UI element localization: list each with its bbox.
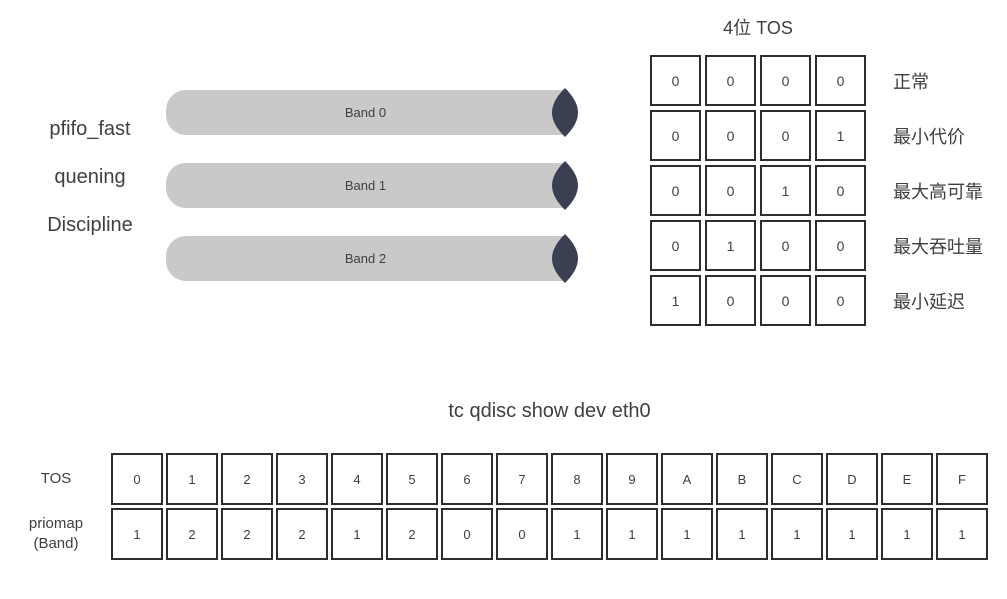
tos-hex-cell: B (716, 453, 768, 505)
cylinder-cap-icon (552, 88, 578, 137)
priomap-band-cell: 1 (551, 508, 603, 560)
priomap-band-cell: 1 (881, 508, 933, 560)
tos-bit-cell: 0 (705, 55, 756, 106)
tos-hex-cell: 3 (276, 453, 328, 505)
priomap-band-cell: 2 (221, 508, 273, 560)
tos-hex-cell: 9 (606, 453, 658, 505)
tos-bit-cell: 1 (760, 165, 811, 216)
tos-hex-cell: 8 (551, 453, 603, 505)
qdisc-name-label: pfifo_fast quening Discipline (0, 105, 180, 249)
priomap-band-cell: 1 (111, 508, 163, 560)
priomap-band-cell: 1 (716, 508, 768, 560)
priomap-band-cell: 2 (166, 508, 218, 560)
tos-row-label-max-throughput: 最大吞吐量 (893, 236, 983, 257)
tos-bits-table: 0 0 0 0 0 0 0 1 0 0 1 0 0 1 0 0 1 0 0 0 (650, 55, 866, 326)
tos-bit-cell: 0 (705, 165, 756, 216)
tos-bit-cell: 0 (760, 220, 811, 271)
tos-bit-cell: 1 (815, 110, 866, 161)
priomap-row-labels: TOS priomap (Band) (8, 453, 104, 560)
tos-bit-cell: 0 (815, 220, 866, 271)
tos-bit-cell: 0 (705, 110, 756, 161)
priomap-band-cell: 0 (441, 508, 493, 560)
priomap-label-line-2: (Band) (33, 535, 79, 552)
tos-bit-cell: 0 (650, 110, 701, 161)
priomap-band-cell: 1 (606, 508, 658, 560)
tos-row-label-max-reliability: 最大高可靠 (893, 181, 983, 202)
priomap-band-cell: 2 (276, 508, 328, 560)
cylinder-cap-icon (552, 161, 578, 210)
tos-bit-cell: 0 (650, 220, 701, 271)
cylinder-band-2: Band 2 (166, 234, 578, 283)
priomap-band-cell: 1 (661, 508, 713, 560)
priomap-band-row-label: priomap (Band) (8, 508, 104, 560)
cylinder-band-2-body: Band 2 (166, 236, 565, 281)
tos-hex-cell: 6 (441, 453, 493, 505)
tos-hex-cell: 5 (386, 453, 438, 505)
tos-bit-cell: 0 (815, 275, 866, 326)
tos-bit-cell: 0 (650, 165, 701, 216)
tos-row-labels: 正常 最小代价 最大高可靠 最大吞吐量 最小延迟 (893, 55, 983, 326)
tos-table-title: 4位 TOS (723, 18, 793, 38)
qdisc-name-line-2: quening (54, 166, 126, 188)
tos-row-label-min-cost: 最小代价 (893, 126, 965, 147)
tos-hex-cell: 4 (331, 453, 383, 505)
tos-hex-cell: 1 (166, 453, 218, 505)
priomap-band-cell: 0 (496, 508, 548, 560)
tos-bit-cell: 0 (760, 275, 811, 326)
band-2-label: Band 2 (344, 251, 387, 266)
tos-bit-cell: 0 (705, 275, 756, 326)
tos-row-label-min-delay: 最小延迟 (893, 291, 965, 312)
priomap-label-line-1: priomap (28, 514, 84, 532)
tos-hex-cell: F (936, 453, 988, 505)
cylinder-band-1: Band 1 (166, 161, 578, 210)
priomap-band-cell: 1 (936, 508, 988, 560)
tos-bit-cell: 0 (760, 55, 811, 106)
priomap-table-title: tc qdisc show dev eth0 (448, 400, 651, 422)
priomap-table: 0 1 2 3 4 5 6 7 8 9 A B C D E F 1 2 2 2 … (111, 453, 988, 560)
priomap-band-cell: 1 (826, 508, 878, 560)
priomap-band-cell: 1 (331, 508, 383, 560)
tos-hex-cell: D (826, 453, 878, 505)
priomap-band-cell: 1 (771, 508, 823, 560)
tos-bit-cell: 1 (705, 220, 756, 271)
tos-hex-cell: 0 (111, 453, 163, 505)
cylinder-band-0: Band 0 (166, 88, 578, 137)
tos-hex-cell: 2 (221, 453, 273, 505)
tos-bit-cell: 0 (650, 55, 701, 106)
band-1-label: Band 1 (344, 178, 387, 193)
tos-hex-cell: E (881, 453, 933, 505)
tos-row-label-normal: 正常 (893, 71, 929, 92)
tos-bit-cell: 0 (815, 165, 866, 216)
tos-hex-cell: C (771, 453, 823, 505)
cylinder-band-1-body: Band 1 (166, 163, 565, 208)
priomap-band-cell: 2 (386, 508, 438, 560)
cylinder-cap-icon (552, 234, 578, 283)
tos-bit-cell: 0 (760, 110, 811, 161)
tos-bit-cell: 0 (815, 55, 866, 106)
tos-hex-row-label: TOS (40, 469, 72, 487)
band-0-label: Band 0 (344, 105, 387, 120)
qdisc-name-line-3: Discipline (47, 214, 133, 236)
tos-hex-cell: A (661, 453, 713, 505)
qdisc-name-line-1: pfifo_fast (49, 118, 131, 140)
cylinder-band-0-body: Band 0 (166, 90, 565, 135)
tos-hex-cell: 7 (496, 453, 548, 505)
tos-bit-cell: 1 (650, 275, 701, 326)
